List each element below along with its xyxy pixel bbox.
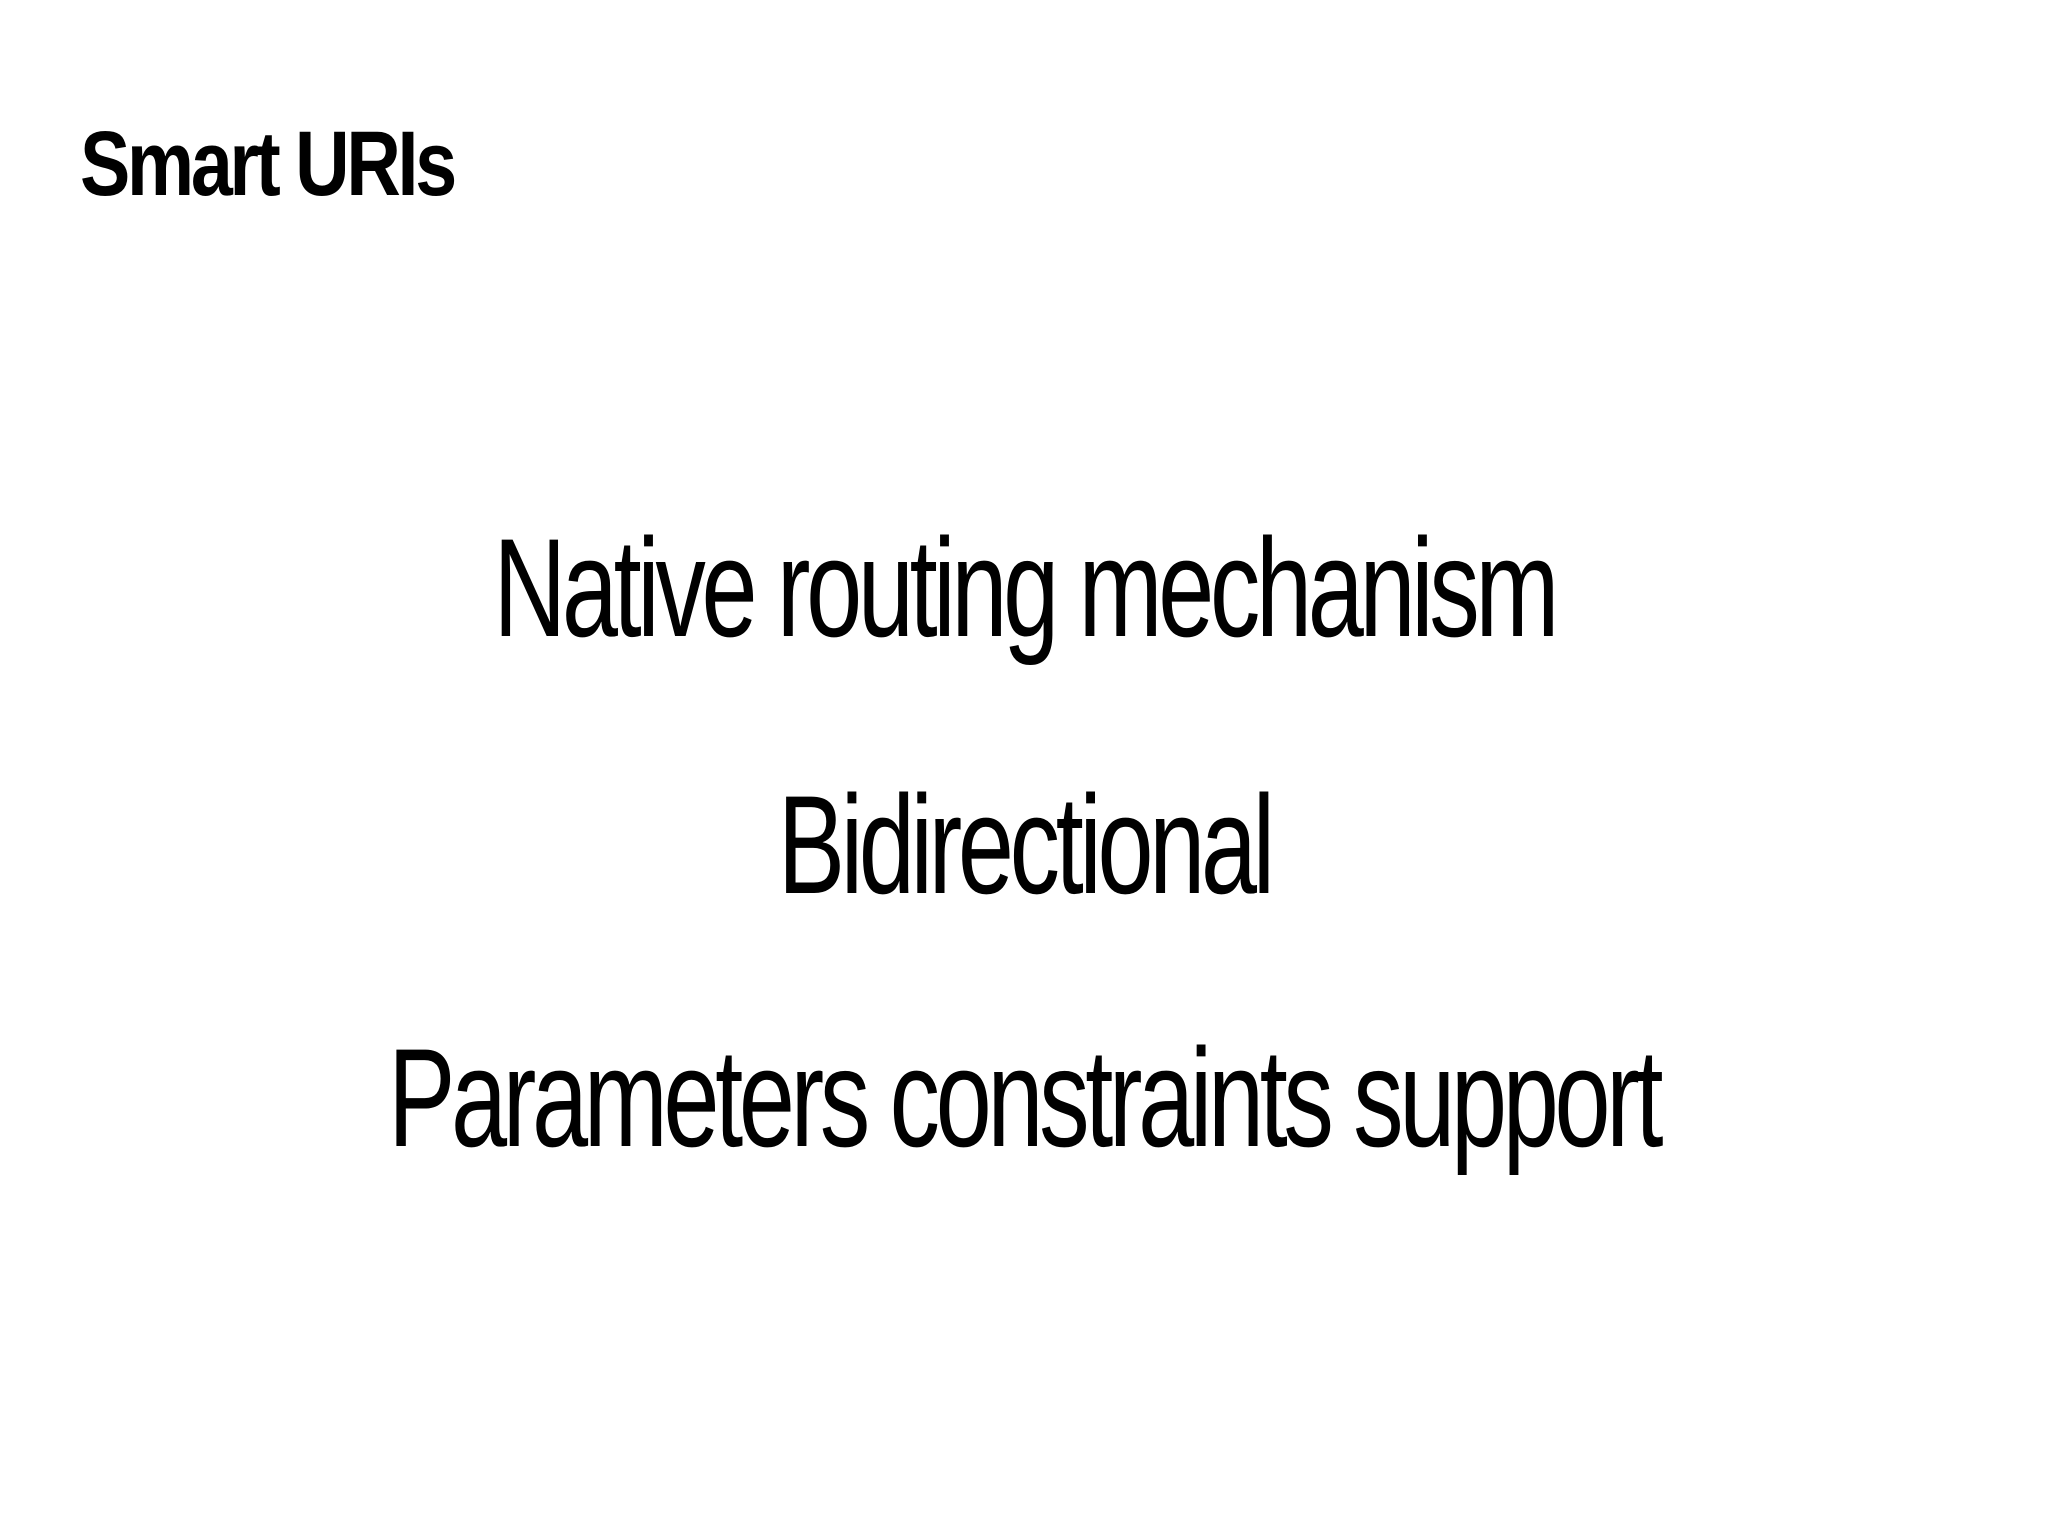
- bullet-text: Native routing mechanism: [493, 509, 1559, 666]
- bullet-item: Native routing mechanism: [0, 518, 2048, 658]
- slide-title: Smart URIs: [80, 113, 457, 215]
- bullet-text: Parameters constraints support: [388, 1019, 1663, 1176]
- bullet-item: Bidirectional: [0, 775, 2048, 915]
- bullet-text: Bidirectional: [777, 766, 1275, 923]
- bullet-item: Parameters constraints support: [0, 1028, 2048, 1168]
